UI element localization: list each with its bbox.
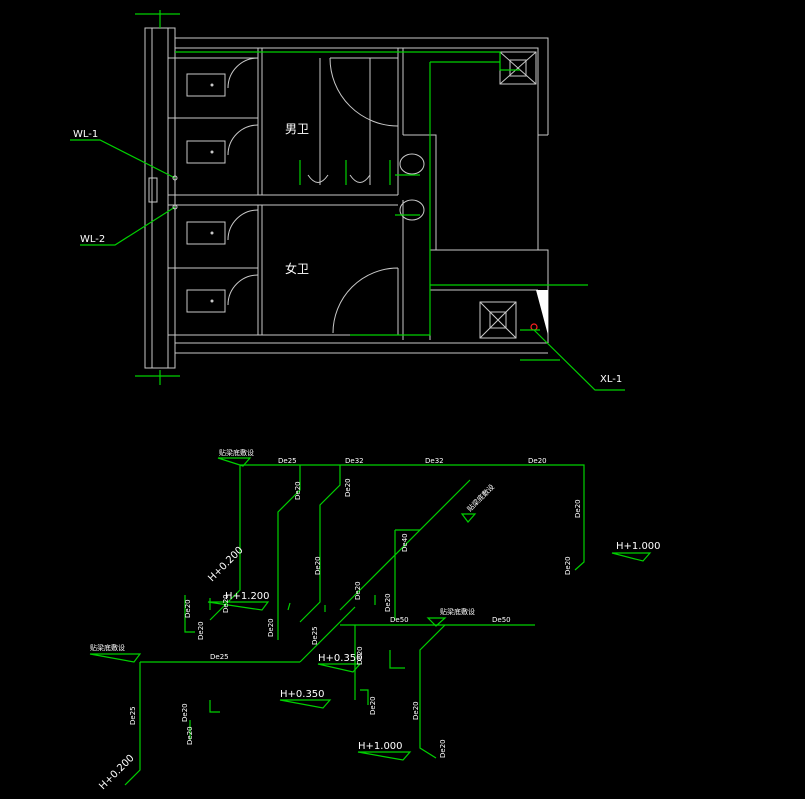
left-wall-inner	[151, 27, 169, 369]
wl2-label: WL-2	[80, 234, 105, 245]
room-men-label: 男卫	[285, 122, 309, 136]
size-top-de25: De25	[278, 457, 297, 465]
note-beam-4: 贴梁底敷设	[465, 482, 496, 513]
size-de20-k: De20	[186, 726, 194, 745]
elev-h1000-b: H+1.000	[616, 541, 661, 552]
elev-h1200: H+1.200	[225, 591, 270, 602]
men-stall-wall	[257, 48, 263, 195]
top-wall	[175, 37, 549, 135]
toilet-4	[186, 289, 226, 313]
size-de20-n: De20	[412, 701, 420, 720]
size-de20-i: De20	[222, 594, 230, 613]
size-de20-a: De20	[294, 481, 302, 500]
pipe-network	[124, 464, 585, 786]
system-diagram: H+0.200 H+1.200 H+0.350 H+0.350 H+1.000 …	[89, 448, 661, 792]
wl1-leader	[70, 139, 176, 179]
xl1-label: XL-1	[600, 374, 622, 385]
elev-h0350-a: H+0.350	[318, 653, 363, 664]
size-de50-a: De50	[390, 616, 409, 624]
xl1-leader	[533, 329, 625, 391]
toilet-2	[186, 140, 226, 164]
size-top-de32b: De32	[425, 457, 444, 465]
elev-h0200-bottom: H+0.200	[97, 753, 136, 792]
riser-shaft	[536, 290, 548, 335]
size-de20-o: De20	[439, 739, 447, 758]
size-de20-h: De20	[197, 621, 205, 640]
size-de20-b: De20	[344, 478, 352, 497]
size-de25-mid: De25	[311, 626, 319, 645]
top-wall-inner	[175, 47, 548, 136]
size-top-de32a: De32	[345, 457, 364, 465]
toilet-1	[186, 73, 226, 97]
size-de20-f: De20	[384, 593, 392, 612]
size-de40: De40	[401, 533, 409, 552]
urinals	[307, 174, 371, 183]
note-beam-3: 贴梁底敷设	[440, 607, 475, 616]
floor-drain-bottom	[479, 301, 517, 339]
size-de20-m: De20	[369, 696, 377, 715]
wall-box	[148, 177, 158, 203]
women-door	[332, 267, 399, 335]
wl2-leader	[80, 206, 176, 246]
size-de20-c: De20	[314, 556, 322, 575]
sink-1	[399, 153, 425, 175]
size-de20-d: De20	[267, 618, 275, 637]
stall-partitions	[168, 57, 398, 206]
elev-h1000-a: H+1.000	[358, 741, 403, 752]
size-de20-l: De20	[356, 646, 364, 665]
sink-2	[399, 199, 425, 221]
level-markers	[89, 457, 652, 761]
size-top-de20: De20	[528, 457, 547, 465]
men-door	[329, 57, 399, 127]
size-de20-j: De20	[181, 703, 189, 722]
women-stall-wall	[257, 205, 263, 335]
size-de20-e: De20	[354, 581, 362, 600]
wl1-label: WL-1	[73, 129, 98, 140]
size-de25-bottom: De25	[210, 653, 229, 661]
plan-pipes	[135, 10, 588, 385]
xl1-riser-marker	[530, 323, 538, 331]
note-beam-2: 贴梁底敷设	[90, 643, 125, 652]
size-de25-left: De25	[129, 706, 137, 725]
room-women-label: 女卫	[285, 261, 309, 276]
toilet-3	[186, 221, 226, 245]
size-right-de20: De20	[574, 499, 582, 518]
elev-h0350-b: H+0.350	[280, 689, 325, 700]
size-right-de20b: De20	[564, 556, 572, 575]
note-beam-1: 贴梁底敷设	[219, 448, 254, 457]
size-de20-g: De20	[184, 599, 192, 618]
size-de50-b: De50	[492, 616, 511, 624]
floor-plan: 男卫 女卫 WL-1 WL-2 XL-1	[70, 10, 625, 391]
floor-drain-top	[499, 51, 537, 85]
